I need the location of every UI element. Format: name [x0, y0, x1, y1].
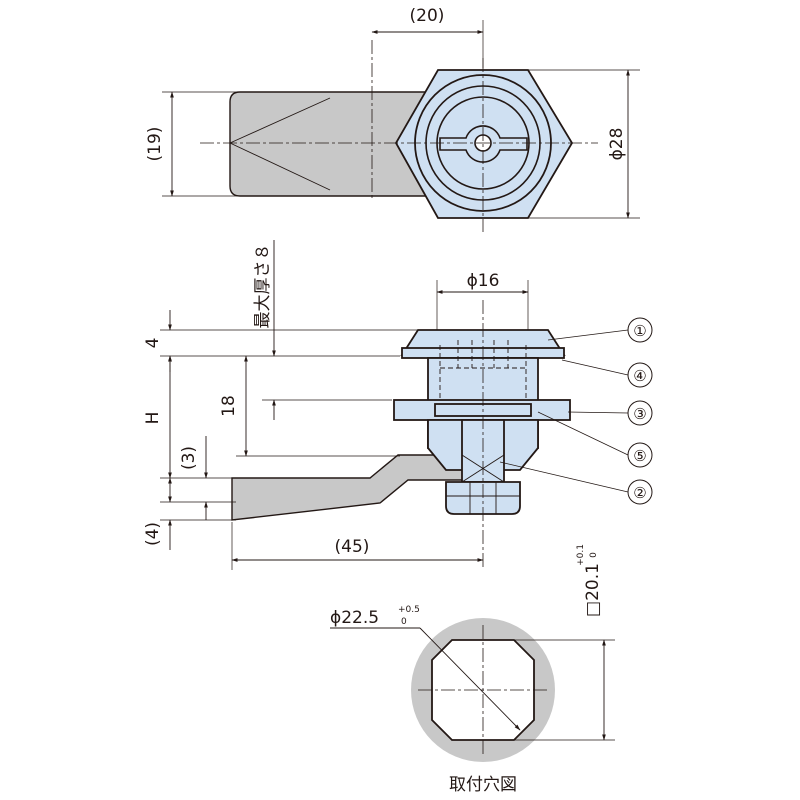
dim-side-h: H	[143, 412, 163, 425]
side-cam-arm	[231, 454, 471, 521]
dim-hole-square: □20.1	[583, 563, 603, 617]
dim-side-cam-thick: (4)	[143, 522, 163, 546]
callout-5: ⑤	[627, 442, 653, 468]
dim-top-diameter: ϕ28	[607, 128, 627, 161]
svg-text:④: ④	[633, 367, 646, 385]
dim-side-18: 18	[219, 395, 239, 417]
dim-hole-diameter-tol-upper: +0.5	[398, 605, 420, 615]
dim-top-height: (19)	[145, 127, 165, 162]
dim-hole-diameter-tol-lower: 0	[401, 617, 407, 627]
dim-side-max-thickness: 最大厚さ８	[253, 244, 273, 329]
top-cam-chamfer	[229, 97, 331, 191]
svg-text:⑤: ⑤	[633, 447, 646, 465]
mount-hole-caption: 取付穴図	[449, 775, 517, 795]
dim-side-diameter: ϕ16	[467, 271, 500, 291]
dim-hole-square-tol-upper: +0.1	[576, 544, 586, 566]
svg-text:③: ③	[633, 405, 646, 423]
svg-text:①: ①	[633, 322, 646, 340]
mount-hole-view: ϕ22.5 +0.5 0 □20.1 +0.1 0 取付穴図	[330, 544, 615, 795]
dim-top-width: (20)	[410, 6, 445, 26]
callout-2: ②	[627, 479, 653, 505]
dim-side-cam-gap: (3)	[179, 446, 199, 470]
dim-side-flange: 4	[143, 338, 163, 349]
svg-text:②: ②	[633, 484, 646, 502]
dim-side-cam-length: (45)	[335, 537, 370, 557]
side-view: ϕ16 最大厚さ８ 4 H 18 (3) (4)	[143, 240, 653, 570]
callout-3: ③	[627, 400, 653, 426]
callout-4: ④	[627, 362, 653, 388]
top-view: (20) (19) ϕ28	[145, 6, 640, 232]
dim-hole-diameter: ϕ22.5	[330, 608, 379, 628]
callout-1: ①	[627, 317, 653, 343]
dim-hole-square-tol-lower: 0	[589, 552, 599, 558]
